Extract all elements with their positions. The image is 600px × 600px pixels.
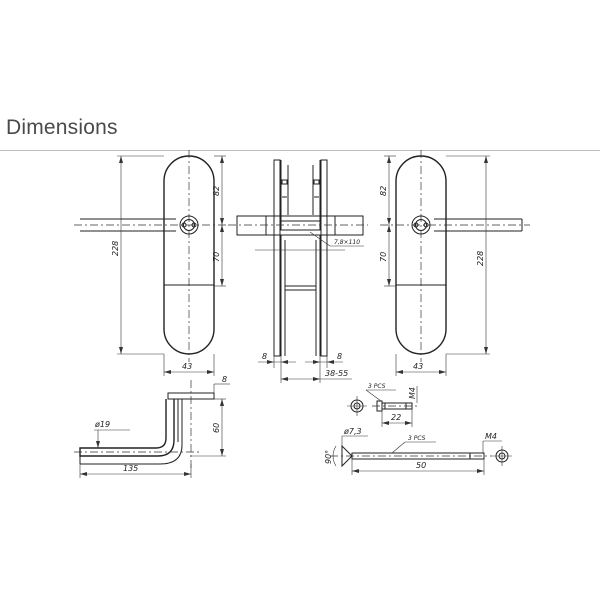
back-width-label: 43 [413, 362, 423, 371]
bolt-detail: ø7,3 90° 3 PCS M4 50 [324, 427, 512, 475]
front-width-label: 43 [182, 362, 192, 371]
back-view: 82 70 228 43 [379, 150, 530, 376]
front-rose-inner [183, 219, 195, 231]
back-rose-outer [411, 215, 431, 235]
back-height-label: 228 [476, 251, 485, 266]
bolt-thread-label: M4 [485, 432, 497, 441]
screw-length-label: 22 [391, 413, 401, 422]
bolt-diameter-label: ø7,3 [343, 427, 362, 436]
front-mid-label: 70 [212, 252, 221, 262]
back-upper-label: 82 [379, 186, 388, 196]
title-divider [0, 150, 600, 151]
front-upper-label: 82 [212, 186, 221, 196]
front-rose-outer [179, 215, 199, 235]
front-view: 228 82 70 43 [74, 150, 228, 376]
side-right-offset-label: 8 [337, 352, 342, 361]
lever-diameter-label: ø19 [94, 420, 110, 429]
back-rose-inner [415, 219, 427, 231]
bolt-angle-label: 90° [324, 450, 333, 464]
left-backplate-section [273, 159, 281, 357]
right-backplate-section [320, 159, 328, 357]
screw-detail: 3 PCS M4 22 [347, 383, 418, 427]
spindle-label: 7,8×110 [334, 239, 360, 246]
bolt-pcs-label: 3 PCS [408, 435, 426, 442]
door-range-label: 38-55 [325, 369, 348, 378]
front-height-label: 228 [111, 241, 120, 256]
lever-length-label: 135 [123, 464, 138, 473]
lever-profile-view: 8 ø19 60 135 [74, 375, 230, 478]
door-section [236, 215, 364, 236]
lever-height-label: 60 [212, 423, 221, 433]
side-left-offset-label: 8 [262, 352, 267, 361]
page-title: Dimensions [6, 116, 118, 139]
side-section-view: 7,8×110 8 8 38-55 [228, 159, 368, 383]
screw-thread-label: M4 [408, 387, 417, 399]
screw-pcs-label: 3 PCS [368, 383, 386, 390]
lever-rose-thickness-label: 8 [222, 375, 227, 384]
back-mid-label: 70 [379, 252, 388, 262]
bolt-length-label: 50 [416, 461, 426, 470]
